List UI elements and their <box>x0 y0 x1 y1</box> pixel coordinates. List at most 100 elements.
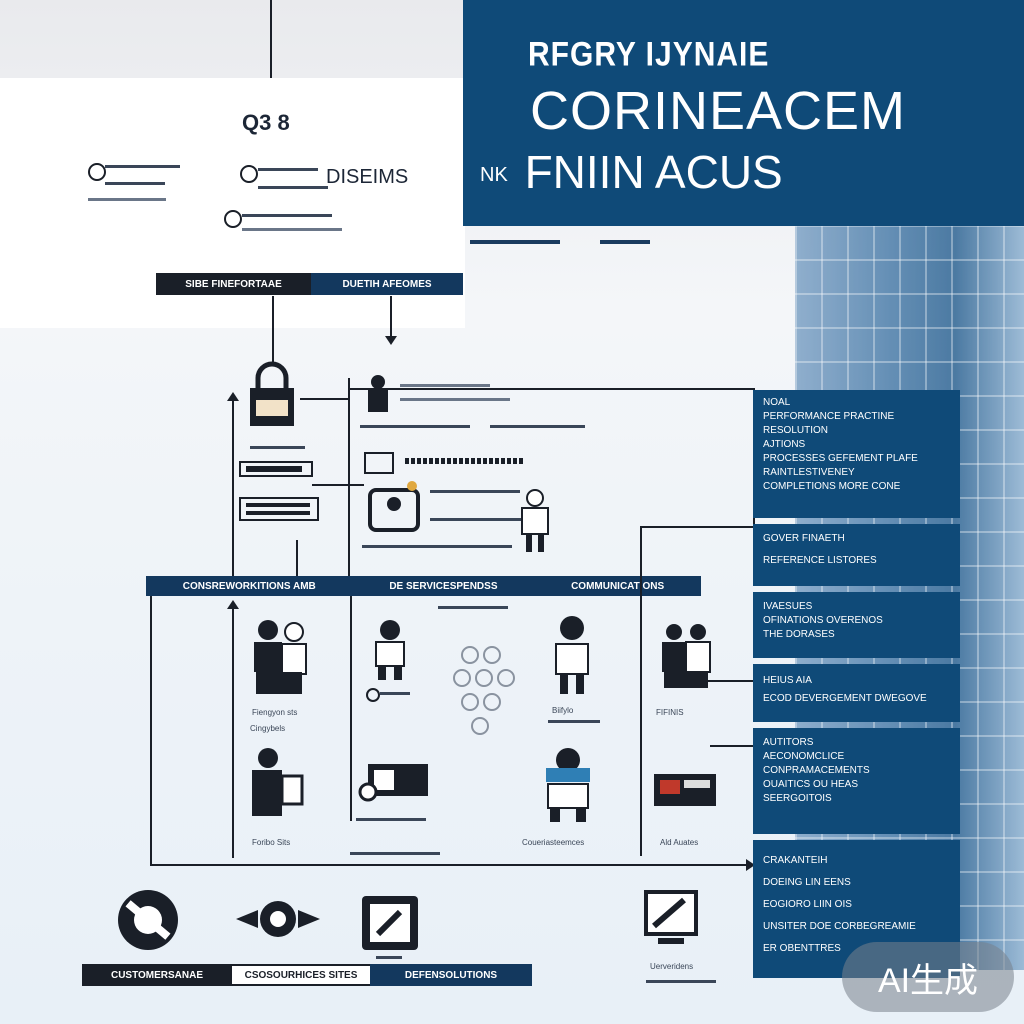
side-panel-1-line-2: RESOLUTION <box>763 425 829 436</box>
vr-operator-icon <box>546 748 590 822</box>
connector-right-mid <box>640 526 642 856</box>
card-line-2 <box>105 182 165 185</box>
connector-h-1 <box>300 398 350 400</box>
icon-caption-line-3 <box>548 720 600 723</box>
team-icon <box>254 620 307 694</box>
connector-a <box>272 296 274 366</box>
card-line-7 <box>242 228 342 231</box>
lock-icon <box>250 361 294 426</box>
connector-h-2 <box>312 484 364 486</box>
bar-bottom-a: CUSTOMERSANAE <box>82 964 232 986</box>
side-panel-2-line-0: GOVER FINAETH <box>763 533 845 544</box>
side-panel-3-line-1: OFINATIONS OVERENOS <box>763 615 883 626</box>
bar-top-left-a: SIBE FINEFORTAAE <box>156 273 311 295</box>
ai-generated-badge: AI生成 <box>842 942 1014 1012</box>
panel-line-2 <box>400 398 510 401</box>
server-rack-icon <box>239 497 319 521</box>
connector-h-3 <box>640 526 755 528</box>
connector-mid-b <box>348 378 350 576</box>
network-cluster-icon <box>453 646 515 735</box>
side-panel-4-line-0: HEIUS AIA <box>763 675 812 686</box>
icon-label-r2-a: Foribo Sits <box>252 838 291 847</box>
side-panel-1-line-6: COMPLETIONS MORE CONE <box>763 481 901 492</box>
title-underline-2 <box>600 240 650 244</box>
icon-label-r1-e: FIFINIS <box>656 708 684 717</box>
side-panel-3: IVAESUES OFINATIONS OVERENOS THE DORASES <box>753 592 960 658</box>
card-line-5 <box>258 186 328 189</box>
card-line-4 <box>258 168 318 171</box>
connector-left-vertical <box>232 400 234 576</box>
bar-middle-b-label: DE SERVICESPENDSS <box>389 580 498 592</box>
side-panel-5-line-3: OUAITICS OU HEAS <box>763 779 859 790</box>
connector-node-icon <box>239 461 313 477</box>
monitor-icon <box>644 890 698 944</box>
card-line-1 <box>105 165 180 168</box>
title-underline <box>470 240 560 244</box>
side-panel-6-line-0: CRAKANTEIH <box>763 855 828 866</box>
radio-icon-1 <box>88 163 106 181</box>
side-panel-3-line-0: IVAESUES <box>763 601 813 612</box>
connector-left-2 <box>232 608 234 858</box>
icon-caption-line-5 <box>350 852 440 855</box>
panel-line-5 <box>430 490 520 493</box>
side-panel-1-line-3: AJTIONS <box>763 439 806 450</box>
bar-middle-a-label: CONSREWORKITIONS AMB <box>182 580 316 592</box>
icon-caption-line-2 <box>380 692 410 695</box>
side-panel-5-line-1: AECONOMCLICE <box>763 751 845 762</box>
panel-line-7 <box>362 545 512 548</box>
connector-h-bottom <box>150 864 755 866</box>
side-panel-6-line-1: DOEING LIN EENS <box>763 877 851 888</box>
connector-h-5 <box>710 745 755 747</box>
icon-label-r2-d: Coueriasteemces <box>522 838 585 847</box>
side-panel-2-line-1: REFERENCE LISTORES <box>763 555 877 566</box>
side-panel-1-line-1: PERFORMANCE PRACTINE <box>763 411 895 422</box>
tablet-user-icon <box>368 481 420 532</box>
icon-label-r2-e: Ald Auates <box>660 838 699 847</box>
side-panel-5: AUTITORS AECONOMCLICE CONPRAMACEMENTS OU… <box>753 728 960 834</box>
connector-mid-c <box>350 596 352 821</box>
worker-icon <box>368 375 388 412</box>
side-panel-4-line-1: ECOD DEVERGEMENT DWEGOVE <box>763 693 927 704</box>
bar-bottom-c-label: DEFENSOLUTIONS <box>404 969 498 981</box>
satellite-icon <box>236 901 320 937</box>
device-icon <box>364 452 394 474</box>
gear-tools-icon <box>118 890 178 950</box>
tablet-icon <box>362 896 418 950</box>
icon-label-r1-b: Cingybels <box>250 724 286 733</box>
helper-icon <box>252 748 304 816</box>
icon-caption-line-6 <box>376 956 402 959</box>
title-line-3: NK FNIIN ACUS <box>480 145 783 199</box>
side-panel-5-line-4: SEERGOITOIS <box>763 793 832 804</box>
side-panel-1-line-5: RAINTLESTIVENEY <box>763 467 855 478</box>
side-panel-6-line-2: EOGIORO LIIN OIS <box>763 899 852 910</box>
connector-h-4 <box>700 680 755 682</box>
side-panel-6-line-3: UNSITER DOE CORBEGREAMIE <box>763 921 916 932</box>
icon-label-bottom-monitor: Uerveridens <box>650 962 694 971</box>
bar-bottom-b: CSOSOURHICES SITES <box>232 964 370 986</box>
bar-middle: CONSREWORKITIONS AMB DE SERVICESPENDSS C… <box>146 576 701 596</box>
progress-strip <box>405 458 525 464</box>
side-panel-3-line-2: THE DORASES <box>763 629 835 640</box>
machine-icon <box>358 764 428 802</box>
bar-bottom-b-label: CSOSOURHICES SITES <box>244 969 358 981</box>
bar-top-left-b: DUETIH AFEOMES <box>311 273 463 295</box>
workshop-icon <box>654 774 716 806</box>
side-panel-5-line-2: CONPRAMACEMENTS <box>763 765 870 776</box>
connector-h-top <box>350 388 755 390</box>
headset-operator-icon <box>555 616 589 694</box>
cluster-caption <box>438 606 508 609</box>
card-heading: Q3 8 <box>242 110 290 135</box>
side-panel-6: CRAKANTEIH DOEING LIN EENS EOGIORO LIIN … <box>753 840 960 978</box>
panel-line-6 <box>430 518 540 521</box>
radio-icon-2 <box>240 165 258 183</box>
bar-top-left-b-label: DUETIH AFEOMES <box>342 278 432 290</box>
bar-middle-c-label: COMMUNICATIONS <box>571 580 665 592</box>
icon-label-r1-d: Biifylo <box>552 706 574 715</box>
side-panel-1: NOAL PERFORMANCE PRACTINE RESOLUTION AJT… <box>753 390 960 518</box>
connector-mid-a <box>296 540 298 576</box>
title-line-3-prefix: NK <box>480 164 508 187</box>
side-panel-4: HEIUS AIA ECOD DEVERGEMENT DWEGOVE <box>753 664 960 722</box>
icon-caption-line-7 <box>646 980 716 983</box>
icon-caption-line-1 <box>250 446 305 449</box>
arrow-up-icon <box>227 392 239 401</box>
